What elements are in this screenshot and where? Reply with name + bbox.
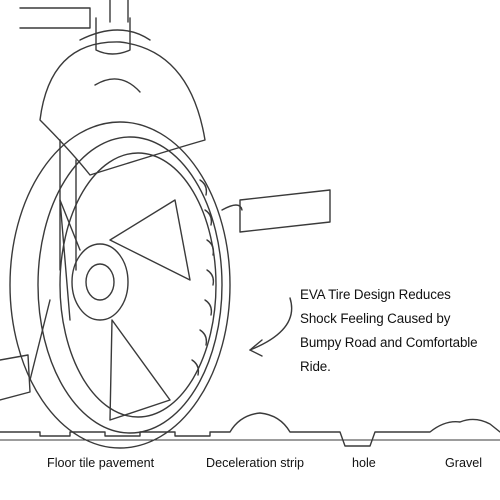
feature-caption: EVA Tire Design Reduces Shock Feeling Ca…	[300, 283, 490, 379]
label-hole: hole	[352, 456, 376, 470]
label-gravel: Gravel	[445, 456, 483, 470]
frame-top	[19, 7, 91, 29]
outer-tire	[9, 121, 231, 449]
head-tube	[95, 17, 131, 55]
caption-line-3: Bumpy Road and Comfortable	[300, 335, 478, 350]
inner-tire	[37, 136, 223, 434]
caption-line-1: EVA Tire Design Reduces	[300, 287, 451, 302]
arrow-curve	[249, 297, 293, 351]
fender	[39, 41, 206, 176]
ground-line	[0, 412, 500, 447]
caption-line-4: Ride.	[300, 359, 331, 374]
hub	[71, 243, 129, 321]
caption-line-2: Shock Feeling Caused by	[300, 311, 451, 326]
pedal-left	[0, 354, 31, 401]
label-deceleration-strip: Deceleration strip	[206, 456, 304, 470]
fork	[59, 139, 77, 271]
pedal-right	[239, 189, 331, 233]
label-floor-tile: Floor tile pavement	[47, 456, 155, 470]
